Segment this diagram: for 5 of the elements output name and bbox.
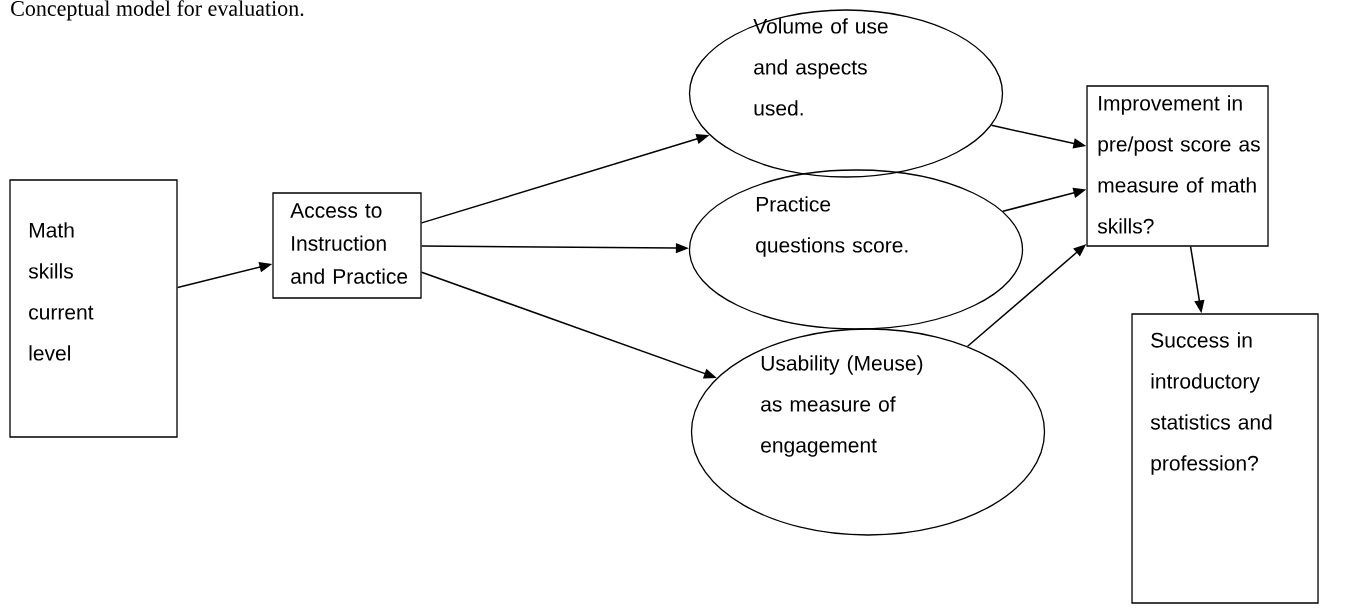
process-box: Math skills current level: [9, 179, 178, 438]
title: Conceptual model for evaluation.: [11, 0, 304, 21]
process-box: Access to Instruction and Practice: [272, 192, 422, 299]
process-box: Improvement in pre/post score as measure of math skills?: [1086, 85, 1269, 247]
process-box: Success in introductory statistics and profession?: [1131, 313, 1319, 604]
